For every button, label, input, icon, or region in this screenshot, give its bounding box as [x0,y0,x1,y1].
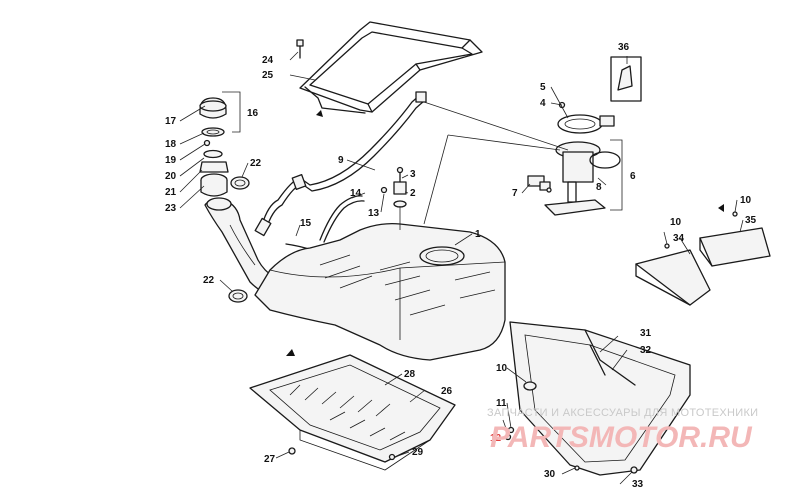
callout-2: 2 [410,188,416,199]
direction-arrow-skid [286,349,295,356]
bracket-34 [635,249,711,306]
callout-3: 3 [410,169,416,180]
callout-28: 28 [404,369,416,380]
callout-33: 33 [632,479,644,490]
callout-31: 31 [640,328,652,339]
bolt-24 [296,39,304,59]
bracket-16 [222,91,241,133]
bolt-29 [388,453,396,461]
callout-4: 4 [540,98,546,109]
bolt-10-right [732,211,738,217]
tank-top-frame [299,21,483,114]
callout-32: 32 [640,345,652,356]
callout-7: 7 [512,188,518,199]
callout-29: 29 [412,447,424,458]
watermark-text: ЗАПЧАСТИ И АКСЕССУАРЫ ДЛЯ МОТОТЕХНИКИ [487,407,758,419]
fuel-cap-assembly [199,97,229,197]
callout-21: 21 [165,187,177,198]
callout-17: 17 [165,116,177,127]
valve-assembly [380,166,407,208]
skid-plate [249,354,456,471]
hose-clamp-22-upper [230,176,250,190]
callout-10-panel: 10 [496,363,508,374]
fuel-tank [254,222,506,361]
callout-18: 18 [165,139,177,150]
direction-arrow-frame [316,110,323,117]
side-panel [509,321,691,476]
callout-30: 30 [544,469,556,480]
bolt-30 [574,465,580,471]
callout-14: 14 [350,188,362,199]
bolt-27 [288,447,296,455]
callout-19: 19 [165,155,177,166]
callout-34: 34 [673,233,685,244]
fuel-pump-assembly [544,101,621,216]
callout-8: 8 [596,182,602,193]
reference-lines [399,101,569,230]
callout-22-upper: 22 [250,158,262,169]
callout-11: 11 [496,398,507,409]
callout-leaders [179,51,744,485]
bolt-10-left [664,243,670,249]
callout-22-lower: 22 [203,275,215,286]
callout-16: 16 [247,108,259,119]
callout-23: 23 [165,203,177,214]
vent-hose-9 [254,91,427,237]
callout-6: 6 [630,171,636,182]
bolt-33 [630,466,638,474]
callout-25: 25 [262,70,274,81]
callout-1: 1 [475,229,481,240]
callout-35: 35 [745,215,757,226]
callout-36: 36 [618,42,630,53]
callout-24: 24 [262,55,274,66]
bolt-10-panel [523,381,537,391]
callout-9: 9 [338,155,344,166]
watermark-logo: PARTSMOTOR.RU [490,421,753,454]
hose-clamp-22-lower [228,289,248,303]
callout-10-left: 10 [670,217,682,228]
callout-10-right: 10 [740,195,752,206]
part-36 [610,56,642,102]
callout-5: 5 [540,82,546,93]
direction-arrow-bracket [718,204,724,212]
filler-neck-hose [204,197,309,305]
callout-15: 15 [300,218,312,229]
callout-27: 27 [264,454,276,465]
bracket-6 [610,139,623,211]
bolt-12 [504,433,512,441]
callout-26: 26 [441,386,453,397]
bracket-35 [699,227,771,267]
part-7 [527,175,552,193]
callout-labels: 1 2 3 4 5 6 7 8 9 10 10 10 11 12 13 14 1… [165,42,757,490]
callout-13: 13 [368,208,380,219]
callout-12: 12 [490,433,502,444]
callout-20: 20 [165,171,177,182]
